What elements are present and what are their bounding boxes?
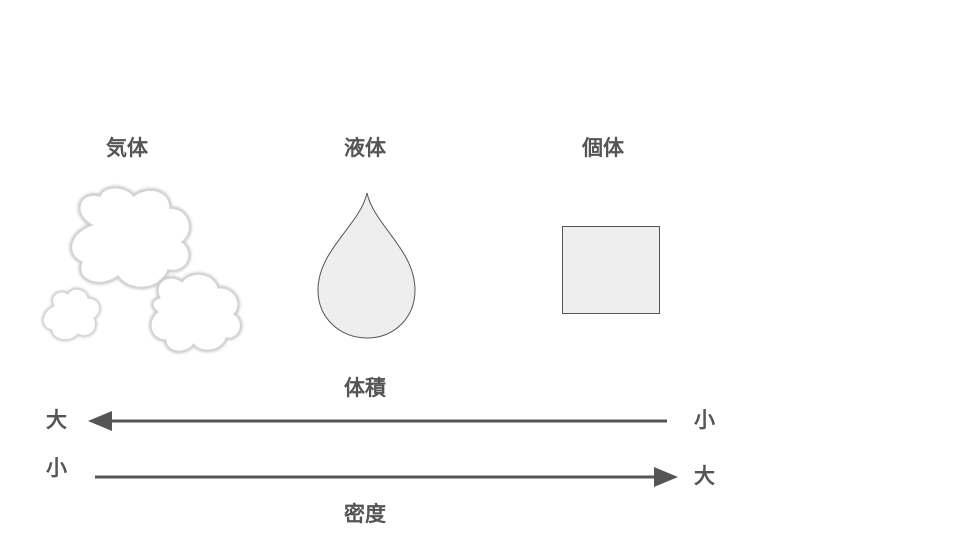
- solid-block-icon: [562, 226, 660, 314]
- density-large-label: 大: [694, 464, 715, 488]
- liquid-label: 液体: [344, 136, 386, 160]
- volume-large-label: 大: [46, 408, 67, 432]
- density-small-label: 小: [46, 456, 67, 480]
- density-title: 密度: [344, 502, 386, 526]
- gas-label: 気体: [106, 136, 148, 160]
- density-arrow: [95, 467, 678, 487]
- gas-cloud-icon: [41, 185, 243, 354]
- volume-arrow: [88, 411, 667, 431]
- volume-title: 体積: [344, 376, 386, 400]
- liquid-drop-icon: [317, 192, 416, 339]
- solid-label: 個体: [582, 136, 624, 160]
- volume-small-label: 小: [694, 408, 715, 432]
